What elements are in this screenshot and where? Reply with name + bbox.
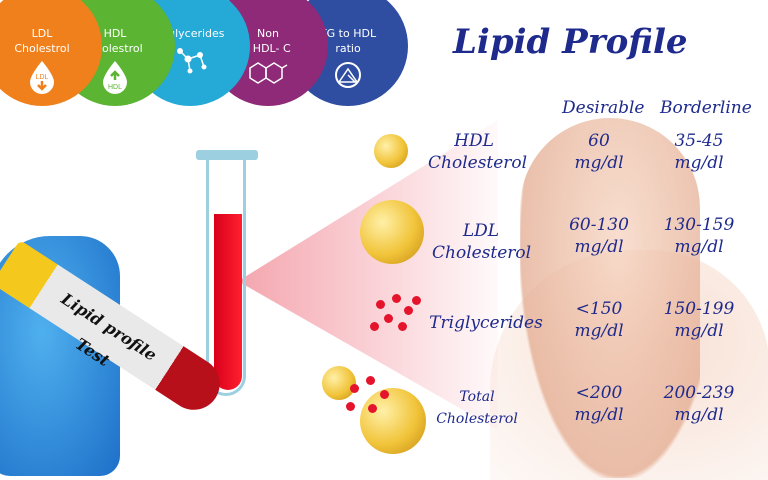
row-label-triglycerides: Triglycerides	[428, 312, 544, 334]
circle-label-line1: Non	[257, 27, 279, 40]
ldl-particle-icon	[360, 200, 424, 264]
column-header-borderline: Borderline	[660, 98, 752, 118]
icon-text: LDL	[36, 74, 49, 81]
total-small-particle-icon	[322, 366, 356, 400]
circle-label-line2: Cholestrol	[14, 42, 70, 55]
sample-tube	[206, 158, 246, 396]
molecule-icon	[177, 48, 207, 74]
row-label-line2: Cholesterol	[432, 243, 532, 263]
row-label-line2: Cholesterol	[428, 153, 528, 173]
total-large-particle-icon	[360, 388, 426, 454]
ratio-gauge-icon	[335, 62, 361, 88]
circle-label-line1: LDL	[31, 27, 53, 40]
sample-tube-rim	[196, 150, 258, 160]
row-label-line2: Cholesterol	[436, 411, 518, 427]
row-label-line1: Total	[459, 389, 495, 405]
blood-sample	[214, 214, 242, 390]
hdl-drop-icon: HDL	[103, 61, 127, 94]
row-label-line1: Triglycerides	[429, 313, 543, 333]
circle-label-line2: - HDL- C	[245, 42, 291, 55]
hdl-particle-icon	[374, 134, 408, 168]
circle-label-line1: TG to HDL	[319, 27, 377, 40]
column-header-desirable: Desirable	[562, 98, 645, 118]
row-label-hdl: HDL Cholesterol	[428, 130, 527, 174]
icon-text: HDL	[108, 84, 122, 91]
circle-label-line1: HDL	[103, 27, 127, 40]
pointing-finger	[520, 118, 700, 478]
page-title: Lipid Profile	[453, 22, 688, 62]
row-label-line1: HDL	[454, 131, 494, 151]
row-label-line1: LDL	[462, 221, 500, 241]
row-label-ldl: LDL Cholesterol	[432, 220, 532, 264]
ldl-drop-icon: LDL	[30, 61, 54, 94]
row-label-total-cholesterol: Total Cholesterol	[434, 386, 520, 430]
chemical-structure-icon	[249, 62, 288, 84]
circle-label-line2: ratio	[335, 42, 361, 55]
